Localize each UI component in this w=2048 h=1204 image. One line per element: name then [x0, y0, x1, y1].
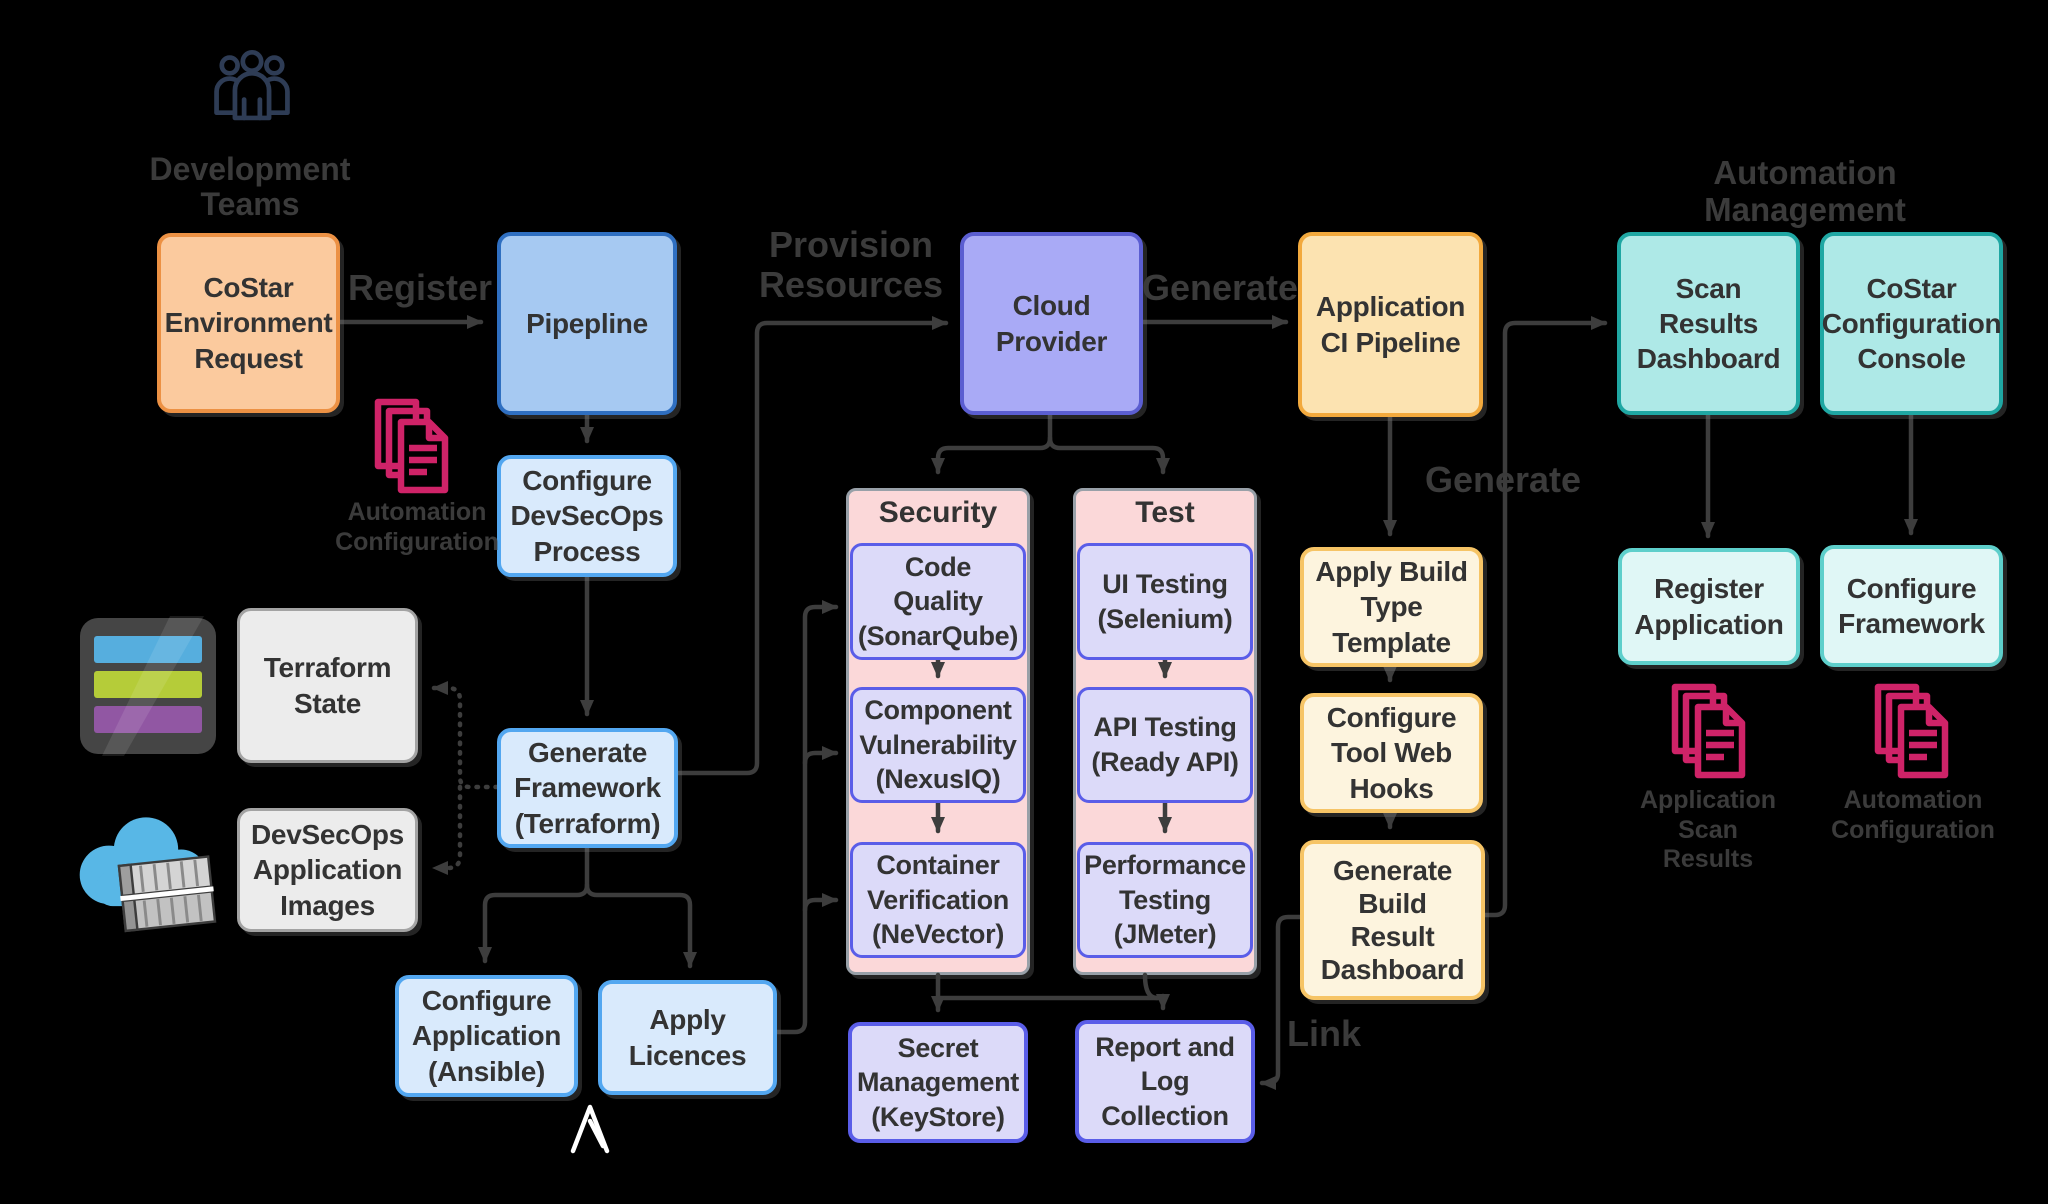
node-label: Performance Testing (JMeter)	[1084, 850, 1246, 950]
node-label: CoStar Environment Request	[164, 272, 333, 374]
node-label: API Testing (Ready API)	[1091, 712, 1239, 777]
automation-configuration-right-label: Automation Configuration	[1831, 786, 1995, 844]
node-register-application: Register Application	[1618, 548, 1800, 665]
node-component-vulnerability: Component Vulnerability (NexusIQ)	[850, 687, 1026, 803]
node-label: Application CI Pipeline	[1315, 291, 1466, 358]
node-performance-testing: Performance Testing (JMeter)	[1077, 842, 1253, 958]
node-label: Component Vulnerability (NexusIQ)	[859, 695, 1017, 795]
node-label: Report and Log Collection	[1095, 1031, 1235, 1131]
node-apply-licences: Apply Licences	[598, 980, 777, 1095]
conn-gbrd-scan-results	[1482, 316, 1608, 918]
node-costar-environment-request: CoStar Environment Request	[157, 233, 340, 413]
edge-label-provision-resources: Provision Resources	[758, 224, 944, 305]
node-label: Secret Management (KeyStore)	[856, 1032, 1020, 1132]
node-label: Generate Build Result Dashboard	[1320, 854, 1465, 986]
conn-licences-container-verification	[802, 893, 839, 913]
conn-licences-code-quality	[774, 600, 839, 1035]
node-label: Configure Application (Ansible)	[411, 985, 562, 1087]
node-configure-devsecops-process: Configure DevSecOps Process	[497, 455, 677, 577]
node-application-ci-pipeline: Application CI Pipeline	[1298, 232, 1483, 417]
conn-test-curve	[1142, 972, 1160, 1001]
edge-label-generate-right: Generate	[1424, 459, 1582, 500]
ansible-logo-icon	[570, 1104, 610, 1154]
test-group-header: Test	[1135, 496, 1195, 529]
node-label: Pipepline	[526, 307, 648, 339]
node-scan-results-dashboard: Scan Results Dashboard	[1617, 232, 1800, 415]
development-teams-label: Development Teams	[149, 151, 351, 223]
automation-configuration-left-label: Automation Configuration	[335, 498, 499, 556]
conn-gf-split-right	[584, 882, 697, 969]
edge-label-register: Register	[347, 267, 493, 308]
node-report-log-collection: Report and Log Collection	[1075, 1020, 1255, 1143]
node-label: Scan Results Dashboard	[1636, 272, 1781, 375]
node-configure-application: Configure Application (Ansible)	[395, 975, 578, 1097]
application-images-cloud-icon	[79, 817, 217, 933]
conn-gf-terraform-state	[431, 681, 500, 790]
node-label: Container Verification (NeVector)	[867, 850, 1009, 950]
conn-gf-application-images	[431, 784, 463, 875]
node-label: Code Quality (SonarQube)	[857, 551, 1019, 651]
terraform-state-icon	[80, 616, 216, 756]
node-pipepline: Pipepline	[497, 232, 677, 415]
node-generate-framework: Generate Framework (Terraform)	[497, 728, 678, 848]
node-label: DevSecOps Application Images	[251, 819, 404, 921]
automation-configuration-docs-icon-right	[1874, 683, 1949, 779]
node-label: Apply Build Type Template	[1315, 556, 1468, 658]
node-container-verification: Container Verification (NeVector)	[850, 842, 1026, 958]
node-ui-testing: UI Testing (Selenium)	[1077, 543, 1253, 660]
node-label: Configure Tool Web Hooks	[1326, 702, 1457, 804]
node-generate-build-result-dashboard: Generate Build Result Dashboard	[1300, 840, 1485, 1000]
node-configure-framework: Configure Framework	[1820, 545, 2003, 667]
node-configure-tool-web-hooks: Configure Tool Web Hooks	[1300, 693, 1483, 813]
application-scan-results-label: Application Scan Results	[1639, 786, 1777, 873]
node-label: Terraform State	[263, 652, 392, 719]
node-label: Configure Framework	[1838, 572, 1985, 639]
security-group-header: Security	[878, 496, 998, 529]
node-costar-configuration-console: CoStar Configuration Console	[1820, 232, 2003, 415]
node-label: Cloud Provider	[995, 290, 1108, 357]
conn-gbrd-report-link	[1259, 914, 1303, 1090]
node-label: Register Application	[1634, 573, 1784, 640]
node-terraform-state: Terraform State	[237, 608, 418, 763]
automation-management-label: Automation Management	[1704, 154, 1906, 228]
node-label: UI Testing (Selenium)	[1097, 568, 1233, 634]
node-label: Generate Framework (Terraform)	[514, 737, 661, 839]
conn-cloud-test	[1047, 435, 1170, 475]
edge-label-link: Link	[1287, 1013, 1362, 1054]
conn-cloud-security	[931, 412, 1053, 475]
automation-configuration-docs-icon	[374, 398, 449, 494]
node-devsecops-application-images: DevSecOps Application Images	[237, 808, 418, 932]
development-teams-icon	[214, 49, 290, 121]
node-api-testing: API Testing (Ready API)	[1077, 687, 1253, 803]
edge-label-generate-left: Generate	[1141, 267, 1299, 308]
node-secret-management: Secret Management (KeyStore)	[848, 1022, 1028, 1143]
application-scan-results-docs-icon	[1671, 683, 1746, 779]
node-apply-build-type-template: Apply Build Type Template	[1300, 547, 1483, 667]
node-cloud-provider: Cloud Provider	[960, 232, 1143, 415]
node-code-quality: Code Quality (SonarQube)	[850, 543, 1026, 660]
conn-licences-component-vulnerability	[802, 746, 839, 766]
conn-gf-split-left	[478, 845, 590, 964]
node-label: CoStar Configuration Console	[1821, 272, 2002, 375]
node-label: Configure DevSecOps Process	[510, 465, 664, 567]
node-label: Apply Licences	[628, 1004, 747, 1071]
